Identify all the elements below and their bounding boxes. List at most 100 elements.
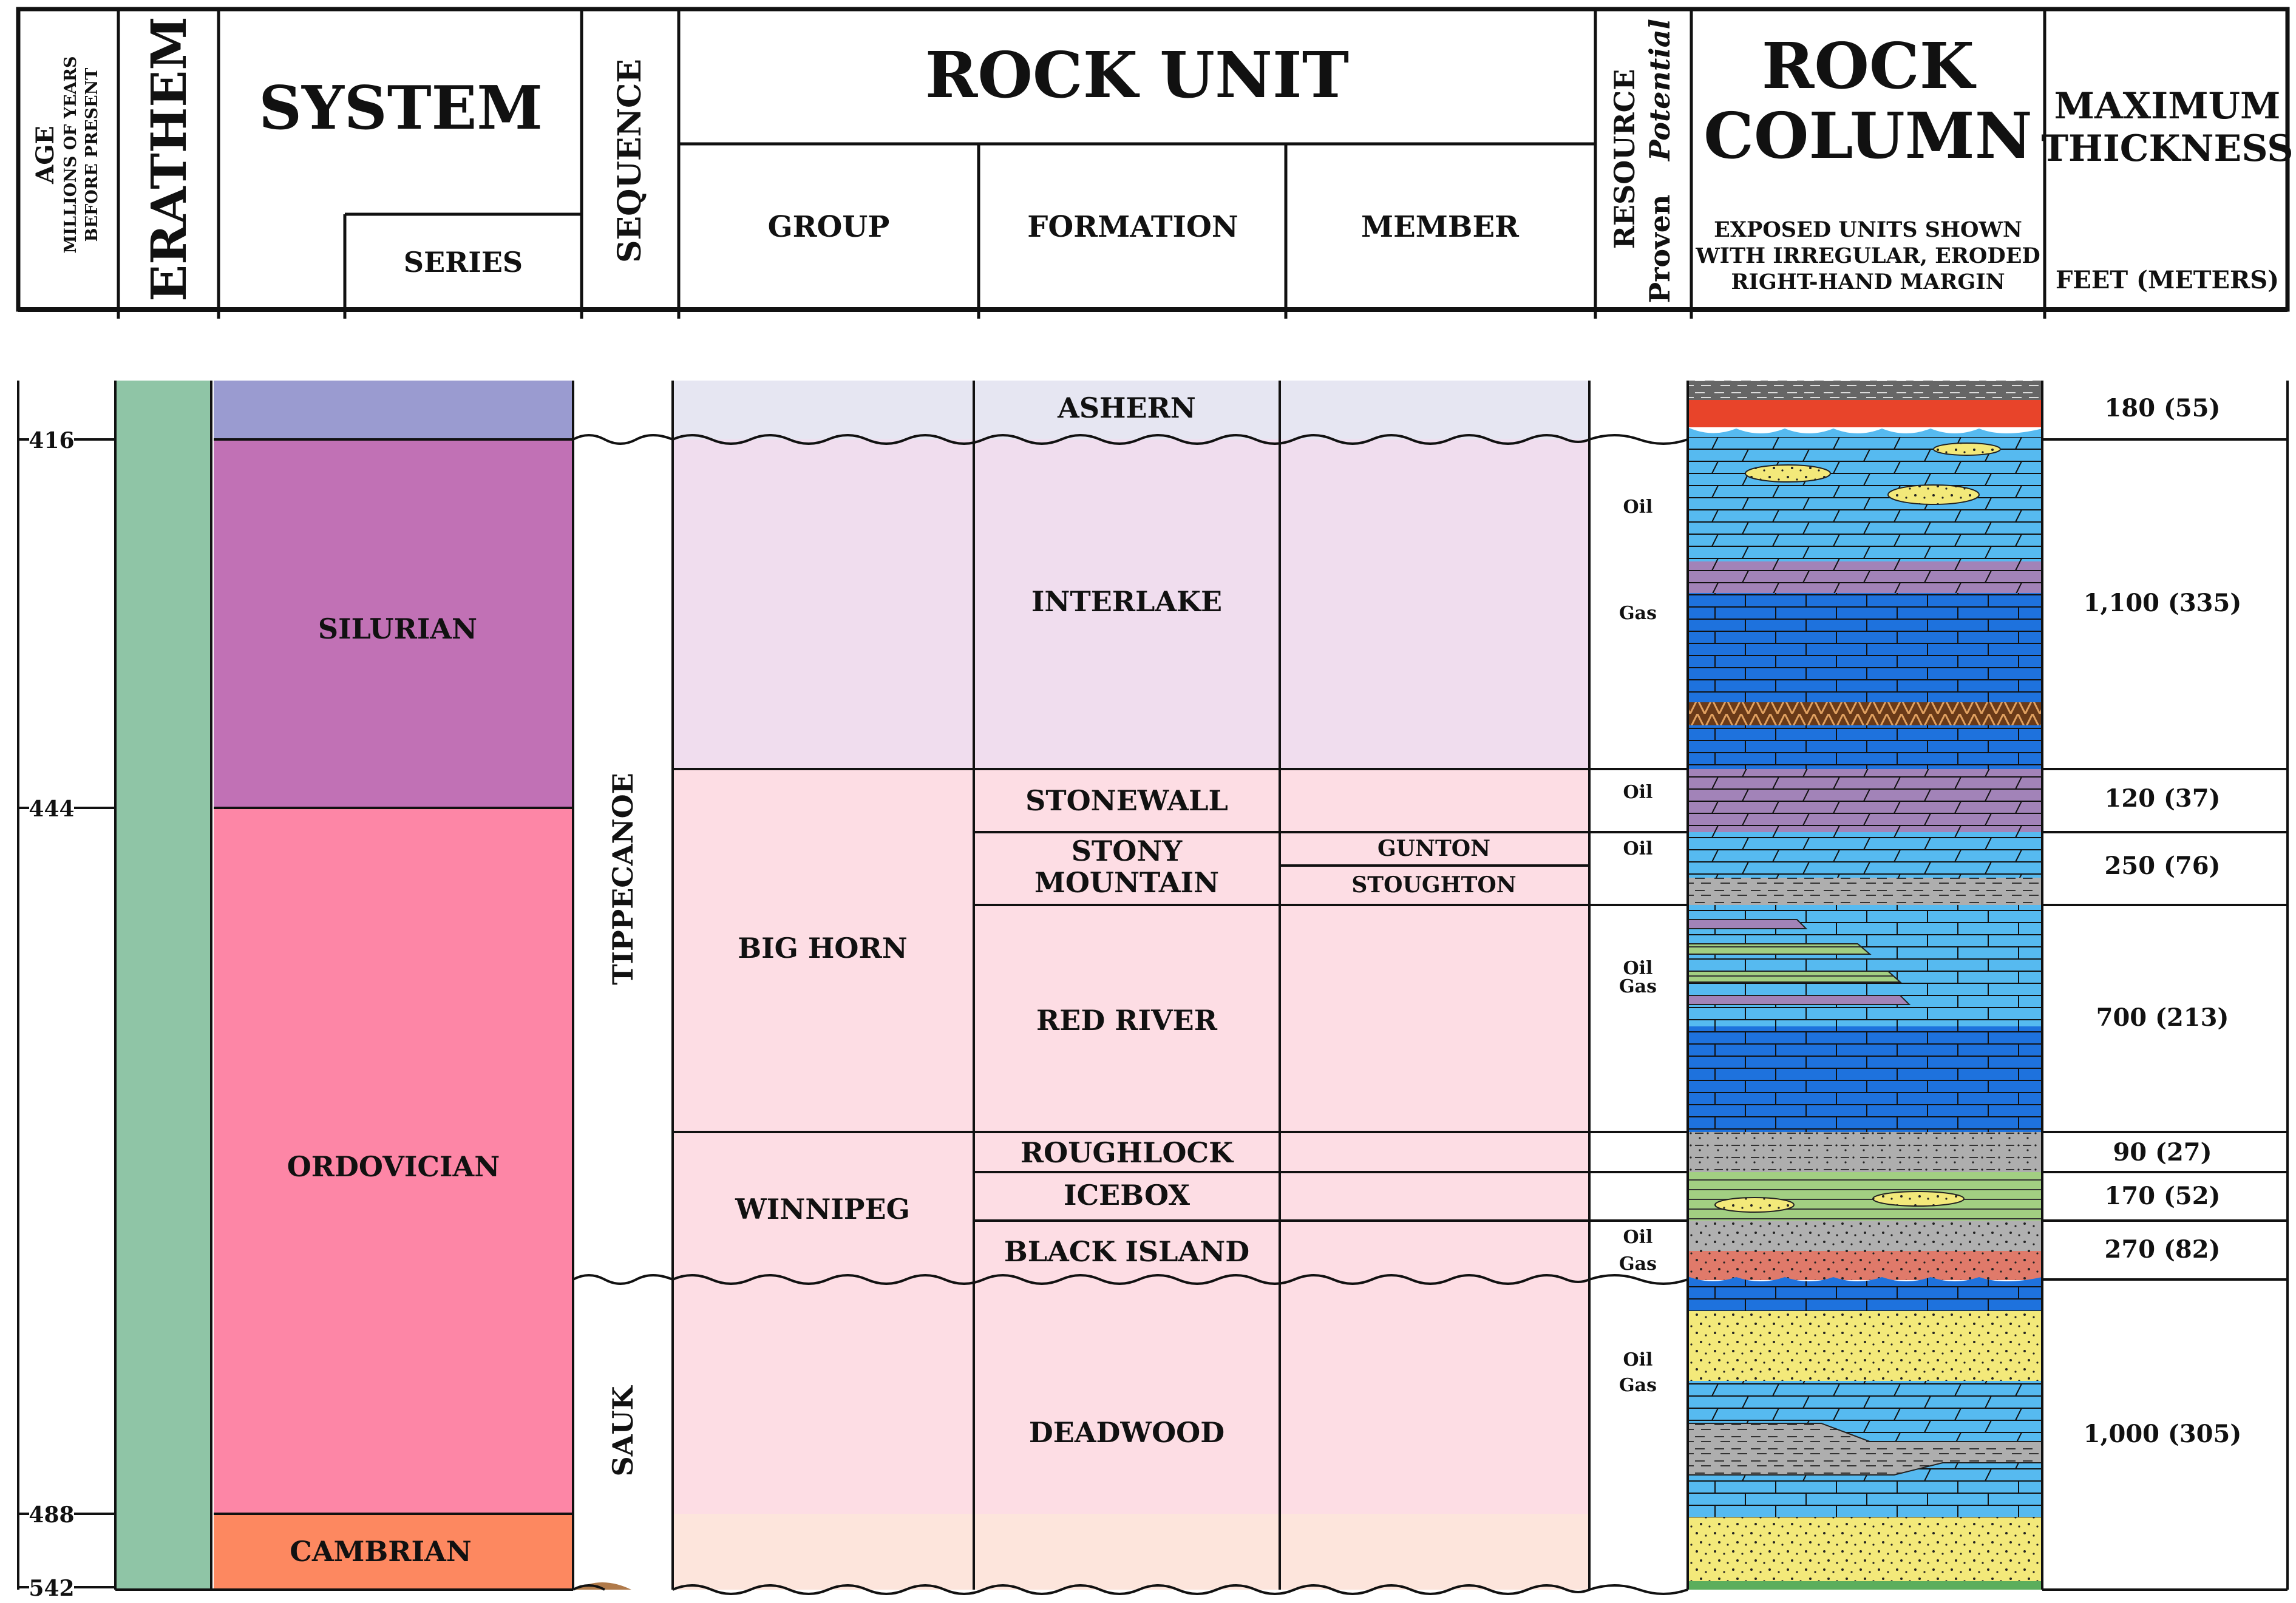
formation-header: FORMATION <box>1027 210 1238 244</box>
thickness-interlake: 1,100 (335) <box>2084 589 2242 617</box>
age-label-542: 542 <box>29 1576 74 1601</box>
series-header: SERIES <box>404 246 523 279</box>
rock-unconformity-2 <box>1688 1276 2042 1314</box>
rock-deadwood-limestone-3 <box>1688 1481 2042 1517</box>
rock-unit-header: ROCK UNIT <box>925 38 1349 112</box>
erathem-header: ERATHEM <box>140 16 197 302</box>
header-dividers <box>117 9 2046 319</box>
formation-label-black-island: BLACK ISLAND <box>1004 1235 1249 1268</box>
rock-red-river-tongue-1 <box>1688 919 1808 929</box>
formation-label-stony-line1: STONY <box>1072 835 1183 867</box>
rock-column-header-line1: ROCK <box>1762 29 1977 103</box>
resource-header: RESOURCE <box>1608 69 1641 249</box>
rock-ashern-gray <box>1688 381 2042 400</box>
resource-deadwood-gas: Gas <box>1619 1375 1657 1396</box>
rock-black-island-gray <box>1688 1221 2042 1251</box>
resource-deadwood-oil: Oil <box>1623 1349 1653 1371</box>
rock-unit-devonian-band <box>673 381 1589 439</box>
thickness-icebox: 170 (52) <box>2105 1182 2221 1210</box>
age-header-line2: MILLIONS OF YEARS <box>61 56 80 253</box>
resource-interlake-oil: Oil <box>1623 496 1653 518</box>
thickness-stonewall: 120 (37) <box>2105 784 2221 813</box>
formation-label-red-river: RED RIVER <box>1036 1004 1218 1037</box>
thickness-roughlock: 90 (27) <box>2113 1138 2212 1167</box>
formation-label-deadwood: DEADWOOD <box>1029 1416 1224 1449</box>
system-silurian-band <box>214 439 573 808</box>
formation-label-roughlock: ROUGHLOCK <box>1021 1136 1234 1169</box>
rock-sand-lens-2 <box>1887 484 1980 505</box>
system-label-silurian: SILURIAN <box>318 612 477 645</box>
rock-column-note-line2: WITH IRREGULAR, ERODED <box>1695 243 2040 268</box>
resource-stony-oil: Oil <box>1623 838 1653 859</box>
proven-header: Proven <box>1643 195 1676 303</box>
resource-black-island-oil: Oil <box>1623 1227 1653 1248</box>
formation-label-ashern: ASHERN <box>1057 391 1196 424</box>
erathem-paleozoic-band <box>115 381 211 1590</box>
thickness-stony-mountain: 250 (76) <box>2105 852 2221 880</box>
formation-label-icebox: ICEBOX <box>1064 1179 1190 1212</box>
rock-roughlock <box>1688 1132 2042 1172</box>
age-ticks <box>18 438 115 1588</box>
rock-interlake-purple <box>1688 561 2042 593</box>
rock-unit-silurian-band <box>673 439 1589 769</box>
system-devonian-band <box>214 381 573 439</box>
rock-interlake-dolomite <box>1688 593 2042 702</box>
group-label-big-horn: BIG HORN <box>738 932 908 964</box>
member-label-gunton: GUNTON <box>1377 836 1490 861</box>
rock-column-note-line1: EXPOSED UNITS SHOWN <box>1714 217 2022 242</box>
rock-interlake-limestone <box>1688 437 2042 561</box>
potential-header: Potential <box>1643 19 1676 162</box>
age-label-bg-444 <box>29 795 74 821</box>
age-label-bg-542 <box>29 1576 74 1601</box>
system-ordovician-band <box>214 808 573 1514</box>
formation-label-stony-line2: MOUNTAIN <box>1034 866 1219 899</box>
age-label-bg-488 <box>29 1500 74 1527</box>
header: AGE MILLIONS OF YEARS BEFORE PRESENT ERA… <box>16 7 2294 319</box>
age-header-line3: BEFORE PRESENT <box>83 68 101 242</box>
thickness-column <box>2042 381 2289 1590</box>
resource-black-island-gas: Gas <box>1619 1253 1657 1275</box>
age-axis: 416 444 488 542 <box>17 381 115 1601</box>
group-header: GROUP <box>768 210 890 244</box>
rock-black-island-red <box>1688 1251 2042 1280</box>
system-label-cambrian: CAMBRIAN <box>290 1535 472 1568</box>
age-label-488: 488 <box>29 1502 74 1528</box>
rock-stoughton <box>1688 878 2042 905</box>
rock-unconformity-1 <box>1688 427 2042 439</box>
thickness-red-river: 700 (213) <box>2096 1003 2229 1032</box>
resource-red-river-gas: Gas <box>1619 976 1657 997</box>
rock-column <box>1688 381 2042 1590</box>
member-label-stoughton: STOUGHTON <box>1351 872 1516 898</box>
rock-interlake-dolomite-2 <box>1688 725 2042 769</box>
resource-interlake-gas: Gas <box>1619 603 1657 624</box>
rock-deadwood-sand-1 <box>1688 1311 2042 1381</box>
rock-icebox-lens-2 <box>1872 1191 1965 1207</box>
rock-column-header-line2: COLUMN <box>1703 98 2033 173</box>
rock-gunton <box>1688 832 2042 878</box>
age-label-416: 416 <box>29 428 74 453</box>
rock-stonewall <box>1688 769 2042 832</box>
rock-icebox-lens-1 <box>1714 1197 1795 1213</box>
sequence-label-tippecanoe: TIPPECANOE <box>606 773 639 985</box>
rock-interlake-brown <box>1688 702 2042 725</box>
formation-label-interlake: INTERLAKE <box>1031 585 1222 618</box>
system-cambrian-band <box>214 1514 573 1590</box>
rock-basal-green <box>1688 1581 2042 1590</box>
rock-ashern-red <box>1688 400 2042 427</box>
rock-column-note-line3: RIGHT-HAND MARGIN <box>1731 269 2005 294</box>
resource-red-river-oil: Oil <box>1623 958 1653 979</box>
rock-deadwood-limestone-1 <box>1688 1381 2042 1426</box>
thickness-deadwood: 1,000 (305) <box>2084 1420 2242 1448</box>
member-header: MEMBER <box>1361 210 1520 244</box>
rock-sand-lens-1 <box>1745 464 1831 483</box>
rock-unit-cambrian-band <box>673 1514 1589 1590</box>
sequence-label-sauk: SAUK <box>606 1384 639 1476</box>
thickness-black-island: 270 (82) <box>2105 1235 2221 1264</box>
rock-red-river-tongue-4 <box>1688 995 1911 1005</box>
resource-stonewall-oil: Oil <box>1623 782 1653 803</box>
system-label-ordovician: ORDOVICIAN <box>287 1150 500 1183</box>
rock-deadwood-shale <box>1688 1423 2042 1476</box>
sequence-header: SEQUENCE <box>611 59 648 263</box>
grid-lines <box>114 381 2289 1595</box>
